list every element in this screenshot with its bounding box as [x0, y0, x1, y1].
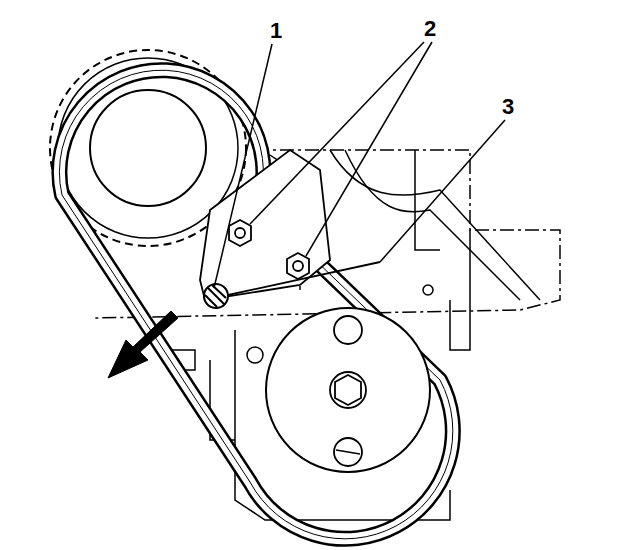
block-edge: [330, 150, 540, 300]
leader-line: [214, 44, 272, 288]
fitting: [450, 300, 470, 350]
block-edge: [469, 230, 471, 300]
callout-number: 3: [502, 96, 514, 118]
callout-number: 2: [424, 18, 436, 40]
tensioner-bracket: [200, 150, 380, 300]
block-edge: [345, 150, 520, 300]
leader-line: [380, 120, 505, 262]
tensioner-pin: [204, 284, 228, 308]
fitting: [423, 285, 433, 295]
block-edge: [415, 150, 440, 250]
callout-number: 1: [270, 20, 282, 42]
bracket-pin: [247, 347, 263, 363]
timing-belt: [59, 70, 452, 539]
bolt: [229, 220, 251, 246]
bolt: [287, 253, 309, 279]
crankshaft-pulley: [266, 308, 430, 472]
direction-arrow: [108, 311, 178, 378]
leader-line: [250, 42, 424, 224]
